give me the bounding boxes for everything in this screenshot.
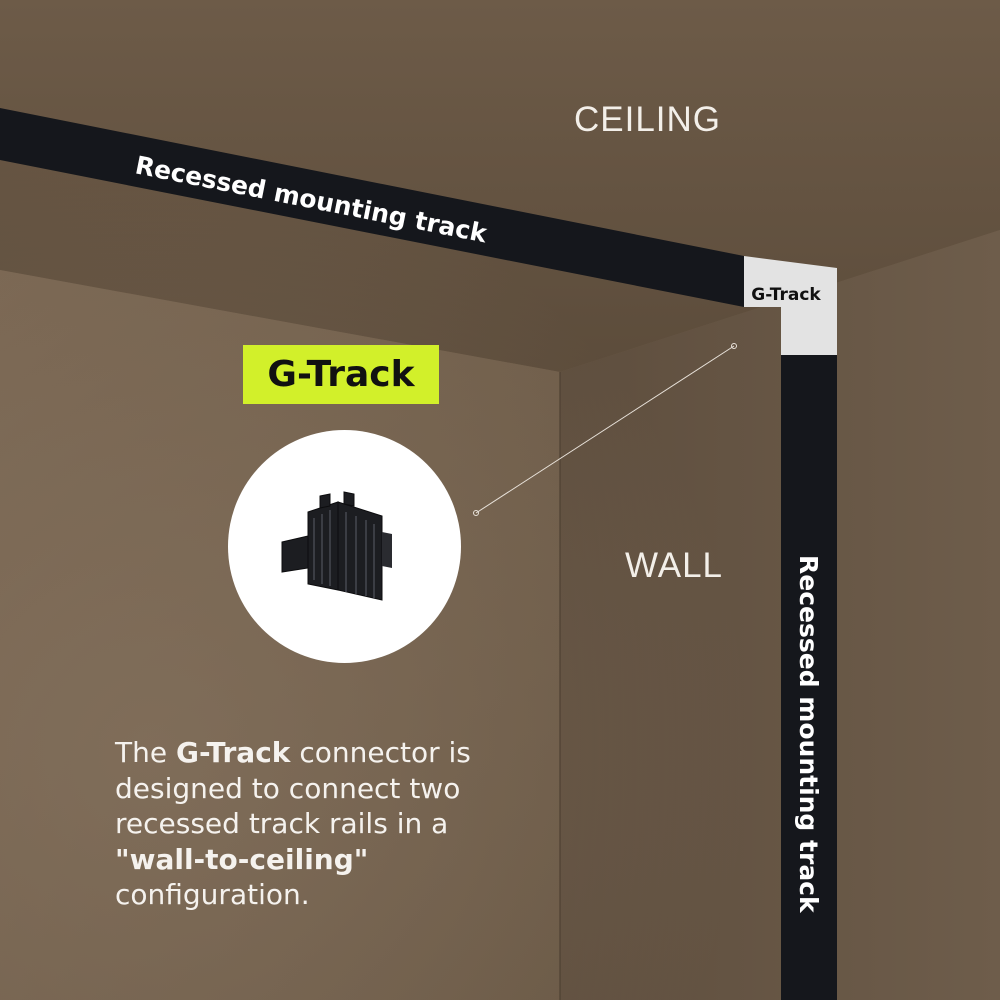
wall-track-label: Recessed mounting track (794, 555, 823, 914)
wall-label: WALL (625, 546, 724, 585)
g-track-connector-icon (281, 490, 392, 601)
product-badge: G-Track (243, 345, 439, 404)
callout-dot-start (473, 510, 479, 516)
description-end: configuration. (115, 878, 310, 912)
description-intro: The (115, 736, 168, 769)
callout-dot-end (731, 343, 737, 349)
description-middle: connector is designed to connect two rec… (115, 736, 471, 841)
product-image-circle (228, 430, 461, 663)
callout-line (475, 345, 735, 514)
ceiling-track (0, 108, 744, 307)
corner-label: G-Track (751, 285, 821, 305)
product-badge-title: G-Track (267, 354, 415, 395)
corner-connector (744, 256, 837, 355)
description-highlight: "wall-to-ceiling" (115, 842, 369, 876)
wall-track (781, 355, 837, 1000)
description-product-name: G-Track (175, 736, 291, 769)
ceiling-label: CEILING (574, 100, 722, 139)
description-paragraph: The G-Track connector is designed to con… (115, 735, 515, 913)
